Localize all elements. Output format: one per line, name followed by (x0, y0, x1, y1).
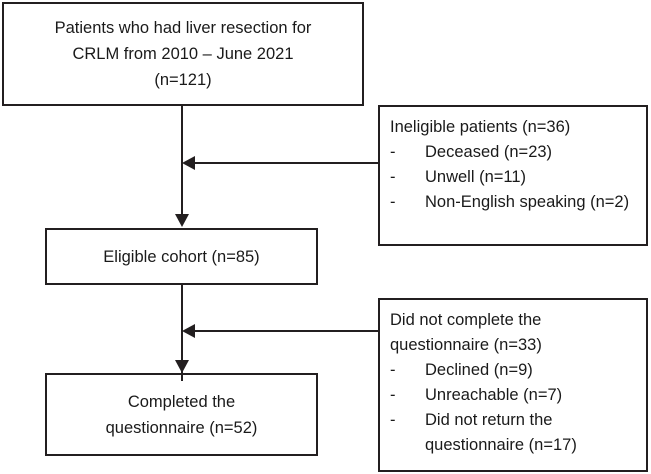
ineligible-heading: Ineligible patients (n=36) (390, 118, 571, 136)
not-completed-item-2: - Unreachable (n=7) (390, 383, 640, 408)
dash-marker: - (390, 386, 396, 404)
dash-marker: - (390, 361, 396, 379)
edge-not-completed-exclusion-arrowhead (182, 324, 195, 338)
edge-not-completed-exclusion-line (194, 330, 378, 332)
dash-marker: - (390, 143, 396, 161)
dash-marker: - (390, 411, 396, 429)
ineligible-item-3: - Non-English speaking (n=2) (390, 190, 640, 215)
edge-ineligible-exclusion-arrowhead (182, 156, 195, 170)
completed-line-1: Completed the (127, 392, 236, 411)
node-completed-questionnaire: Completed the questionnaire (n=52) (45, 373, 318, 456)
source-cohort-line-3: (n=121) (154, 71, 212, 89)
not-completed-item-1: - Declined (n=9) (390, 358, 640, 383)
not-completed-item-2-text: Unreachable (n=7) (425, 386, 563, 404)
node-source-cohort: Patients who had liver resection for CRL… (2, 2, 364, 106)
not-completed-item-3-text: Did not return the questionnaire (n=17) (425, 411, 577, 454)
ineligible-item-3-text: Non-English speaking (n=2) (425, 193, 630, 211)
ineligible-item-1: - Deceased (n=23) (390, 140, 640, 165)
not-completed-heading-line-2: questionnaire (n=33) (390, 336, 542, 354)
node-eligible-cohort: Eligible cohort (n=85) (45, 228, 318, 285)
not-completed-item-1-text: Declined (n=9) (425, 361, 533, 379)
ineligible-item-1-text: Deceased (n=23) (425, 143, 553, 161)
eligible-cohort-line-1: Eligible cohort (n=85) (103, 247, 260, 266)
not-completed-heading-line-1: Did not complete the (390, 311, 542, 329)
dash-marker: - (390, 168, 396, 186)
source-cohort-line-1: Patients who had liver resection for (54, 19, 312, 37)
not-completed-item-3: - Did not return the questionnaire (n=17… (390, 408, 640, 458)
node-ineligible-patients: Ineligible patients (n=36) - Deceased (n… (378, 105, 648, 246)
ineligible-item-2: - Unwell (n=11) (390, 165, 640, 190)
source-cohort-line-2: CRLM from 2010 – June 2021 (72, 45, 294, 63)
ineligible-item-2-text: Unwell (n=11) (425, 168, 527, 186)
node-not-completed: Did not complete the questionnaire (n=33… (378, 298, 648, 472)
edge-eligible-to-completed-arrowhead (175, 360, 189, 373)
completed-line-2: questionnaire (n=52) (105, 418, 258, 437)
dash-marker: - (390, 193, 396, 211)
edge-source-to-eligible-arrowhead (175, 214, 189, 227)
edge-ineligible-exclusion-line (194, 162, 378, 164)
